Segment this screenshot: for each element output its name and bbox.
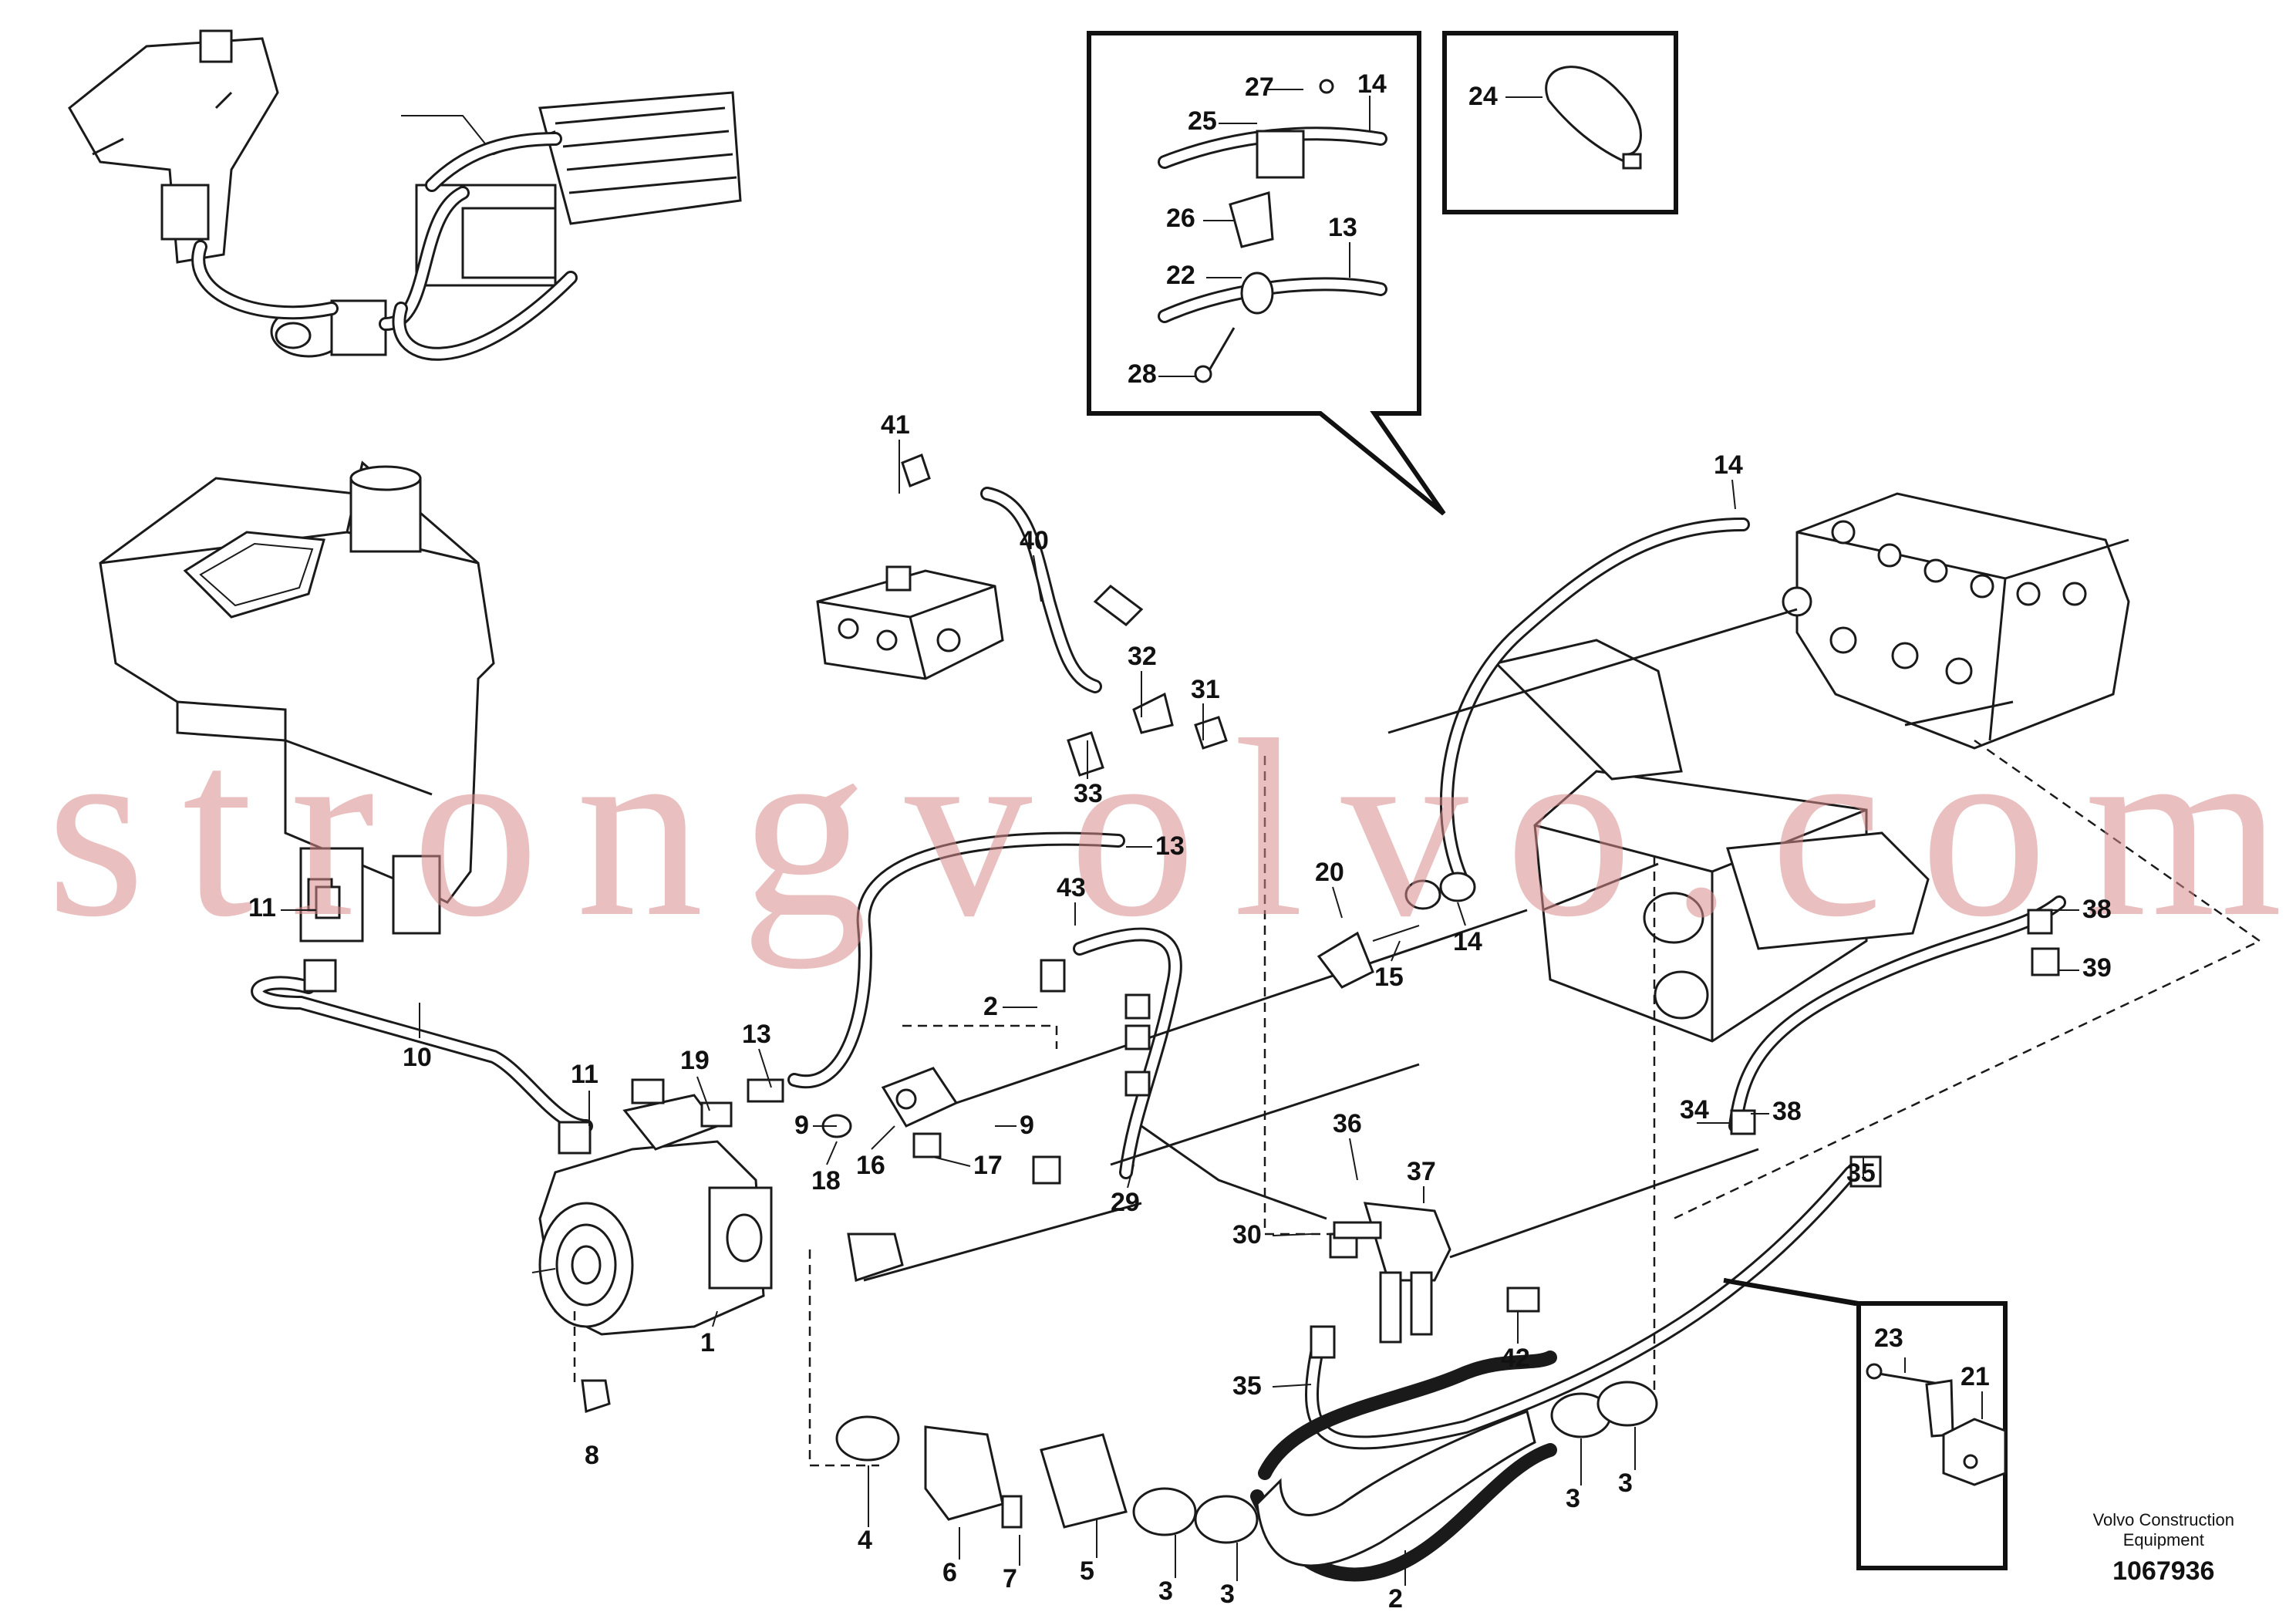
callout-13b: 13 xyxy=(742,1020,771,1049)
callout-25: 25 xyxy=(1188,106,1217,136)
callout-32: 32 xyxy=(1128,642,1157,671)
callout-13: 13 xyxy=(1155,831,1185,861)
inset-clamp-detail xyxy=(1087,31,1446,516)
callout-34: 34 xyxy=(1680,1095,1709,1125)
callout-39: 39 xyxy=(2082,953,2112,983)
overview-assembly-illustration xyxy=(68,29,742,361)
figure-number: 1067936 xyxy=(2112,1556,2215,1586)
callout-38b: 38 xyxy=(2082,895,2112,924)
callout-11b: 11 xyxy=(571,1060,598,1089)
inset-bracket-detail xyxy=(1723,1278,2008,1570)
callout-35: 35 xyxy=(1232,1371,1262,1401)
callout-36: 36 xyxy=(1333,1109,1362,1138)
callout-2b: 2 xyxy=(1388,1584,1403,1614)
callout-42: 42 xyxy=(1501,1344,1530,1373)
callout-13c: 13 xyxy=(1328,213,1357,242)
callout-18: 18 xyxy=(811,1166,841,1195)
credit-line-1: Volvo Construction xyxy=(2092,1510,2234,1529)
watermark-text: strongvolvo.com xyxy=(46,688,2296,969)
callout-9: 9 xyxy=(794,1111,809,1140)
callout-3c: 3 xyxy=(1566,1484,1580,1513)
callout-4: 4 xyxy=(858,1526,872,1555)
callout-6: 6 xyxy=(942,1558,957,1587)
inset-cable-tie-detail xyxy=(1442,31,1678,214)
credit-line-2: Equipment xyxy=(2122,1530,2204,1549)
assembly-lines xyxy=(573,608,2262,1467)
callout-1: 1 xyxy=(700,1328,715,1357)
callout-24: 24 xyxy=(1468,82,1498,111)
callout-27: 27 xyxy=(1245,73,1274,102)
callout-14b: 14 xyxy=(1714,450,1743,480)
callout-22: 22 xyxy=(1166,261,1195,290)
callout-20: 20 xyxy=(1315,858,1344,887)
callout-9b: 9 xyxy=(1020,1111,1034,1140)
callout-23: 23 xyxy=(1874,1324,1903,1353)
callout-29: 29 xyxy=(1111,1188,1140,1217)
main-pump-illustration xyxy=(531,1078,773,1336)
valve-block-illustration xyxy=(816,454,1004,680)
callout-38: 38 xyxy=(1772,1097,1802,1126)
callout-16: 16 xyxy=(856,1151,885,1180)
callout-labels: 41 40 32 31 33 13 43 11 10 11 19 13 2 9 … xyxy=(248,69,2112,1614)
hydraulic-tank-illustration xyxy=(99,460,495,943)
callout-28: 28 xyxy=(1128,359,1157,389)
callout-leader-lines xyxy=(281,89,2079,1586)
callout-33: 33 xyxy=(1074,779,1103,808)
callout-35b: 35 xyxy=(1846,1158,1876,1188)
fittings xyxy=(303,585,2060,1544)
hose-lines xyxy=(251,487,2066,1582)
callout-3d: 3 xyxy=(1618,1469,1633,1498)
callout-17: 17 xyxy=(973,1151,1003,1180)
callout-37: 37 xyxy=(1407,1157,1436,1186)
callout-43: 43 xyxy=(1057,873,1086,902)
callout-19: 19 xyxy=(680,1046,710,1075)
callout-15: 15 xyxy=(1374,963,1404,992)
callout-5: 5 xyxy=(1080,1556,1094,1586)
callout-11: 11 xyxy=(248,893,276,922)
callout-3b: 3 xyxy=(1220,1580,1235,1609)
callout-31: 31 xyxy=(1191,675,1220,704)
callout-2: 2 xyxy=(983,992,998,1021)
callout-14c: 14 xyxy=(1357,69,1387,99)
callout-40: 40 xyxy=(1020,526,1049,555)
callout-10: 10 xyxy=(403,1043,432,1072)
callout-3: 3 xyxy=(1158,1576,1173,1606)
callout-30: 30 xyxy=(1232,1220,1262,1249)
figure-credit: Volvo Construction Equipment 1067936 xyxy=(2093,1510,2234,1587)
callout-14: 14 xyxy=(1453,927,1482,956)
control-valve-illustration xyxy=(1494,492,2130,1043)
callout-41: 41 xyxy=(881,410,910,440)
callout-21: 21 xyxy=(1961,1362,1990,1391)
callout-26: 26 xyxy=(1166,204,1195,233)
callout-8: 8 xyxy=(585,1441,599,1470)
callout-7: 7 xyxy=(1003,1564,1017,1593)
